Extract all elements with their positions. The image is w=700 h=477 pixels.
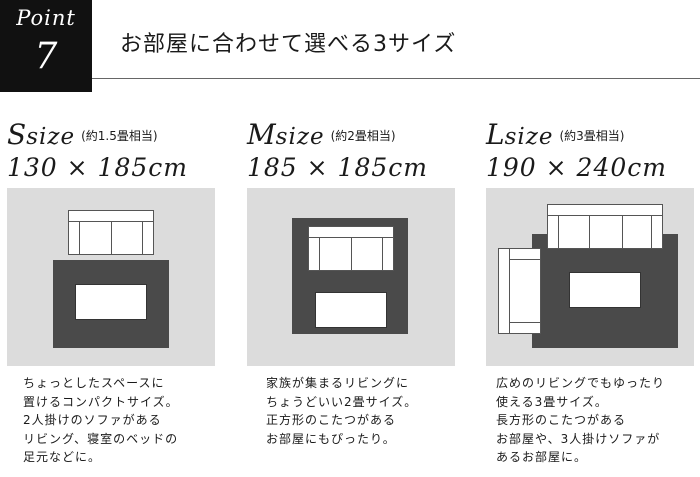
size-s-letter: S xyxy=(7,118,27,151)
size-s-heading: Ssize (約1.5畳相当) 130 × 185cm xyxy=(7,118,227,187)
size-l-dimensions: 190 × 240cm xyxy=(486,153,667,182)
point-number: 7 xyxy=(34,36,58,77)
size-m-letter: M xyxy=(247,118,276,151)
point-badge: Point 7 xyxy=(0,0,92,92)
size-s-label: Ssize (約1.5畳相当) xyxy=(7,118,227,152)
size-l-letter: L xyxy=(486,118,505,151)
kotatsu-table-icon xyxy=(569,272,641,308)
kotatsu-table-icon xyxy=(315,292,387,328)
size-m-dimensions: 185 × 185cm xyxy=(247,153,428,182)
size-l-description: 広めのリビングでもゆったり 使える3畳サイズ。 長方形のこたつがある お部屋や、… xyxy=(496,374,665,467)
one-seat-sofa-icon xyxy=(498,248,541,334)
headline: お部屋に合わせて選べる3サイズ xyxy=(120,32,457,57)
size-s-dimensions: 130 × 185cm xyxy=(7,153,188,182)
size-s-desc-line: ちょっとしたスペースに xyxy=(23,376,165,390)
size-m-word: size xyxy=(275,124,325,150)
size-m-desc-line: お部屋にもぴったり。 xyxy=(266,431,396,446)
size-l-heading: Lsize (約3畳相当) 190 × 240cm xyxy=(486,118,700,187)
size-s-description: ちょっとしたスペースに 置けるコンパクトサイズ。 2人掛けのソファがある リビン… xyxy=(23,374,179,467)
kotatsu-table-icon xyxy=(75,284,147,320)
size-m-desc-line: ちょうどいい2畳サイズ。 xyxy=(266,394,418,409)
size-s-desc-line: 2人掛けのソファがある xyxy=(23,413,162,427)
size-m-heading: Msize (約2畳相当) 185 × 185cm xyxy=(247,118,467,187)
size-l-desc-line: 広めのリビングでもゆったり xyxy=(496,376,666,390)
size-l-desc-line: お部屋や、3人掛けソファが xyxy=(496,431,661,446)
size-s-note: (約1.5畳相当) xyxy=(81,129,158,143)
size-m-diagram xyxy=(247,188,455,366)
size-l-label: Lsize (約3畳相当) xyxy=(486,118,700,152)
point-word: Point xyxy=(16,6,76,30)
size-l-note: (約3畳相当) xyxy=(559,129,625,143)
size-l-diagram xyxy=(486,188,694,366)
size-s-desc-line: リビング、寝室のベッドの xyxy=(23,431,179,446)
size-s-word: size xyxy=(26,124,76,150)
size-l-desc-line: 使える3畳サイズ。 xyxy=(496,394,608,409)
size-l-desc-line: あるお部屋に。 xyxy=(496,450,588,464)
size-l-desc-line: 長方形のこたつがある xyxy=(496,413,627,427)
two-seat-sofa-icon xyxy=(308,226,394,271)
size-m-description: 家族が集まるリビングに ちょうどいい2畳サイズ。 正方形のこたつがある お部屋に… xyxy=(266,374,417,448)
size-s-desc-line: 足元などに。 xyxy=(23,450,102,464)
size-m-note: (約2畳相当) xyxy=(330,129,396,143)
size-m-label: Msize (約2畳相当) xyxy=(247,118,467,152)
size-l-word: size xyxy=(504,124,554,150)
header-divider xyxy=(92,78,700,79)
three-seat-sofa-icon xyxy=(547,204,663,249)
size-m-desc-line: 正方形のこたつがある xyxy=(266,413,397,427)
size-m-desc-line: 家族が集まるリビングに xyxy=(266,376,410,390)
size-s-diagram xyxy=(7,188,215,366)
two-seat-sofa-icon xyxy=(68,210,154,255)
size-s-desc-line: 置けるコンパクトサイズ。 xyxy=(23,394,179,409)
